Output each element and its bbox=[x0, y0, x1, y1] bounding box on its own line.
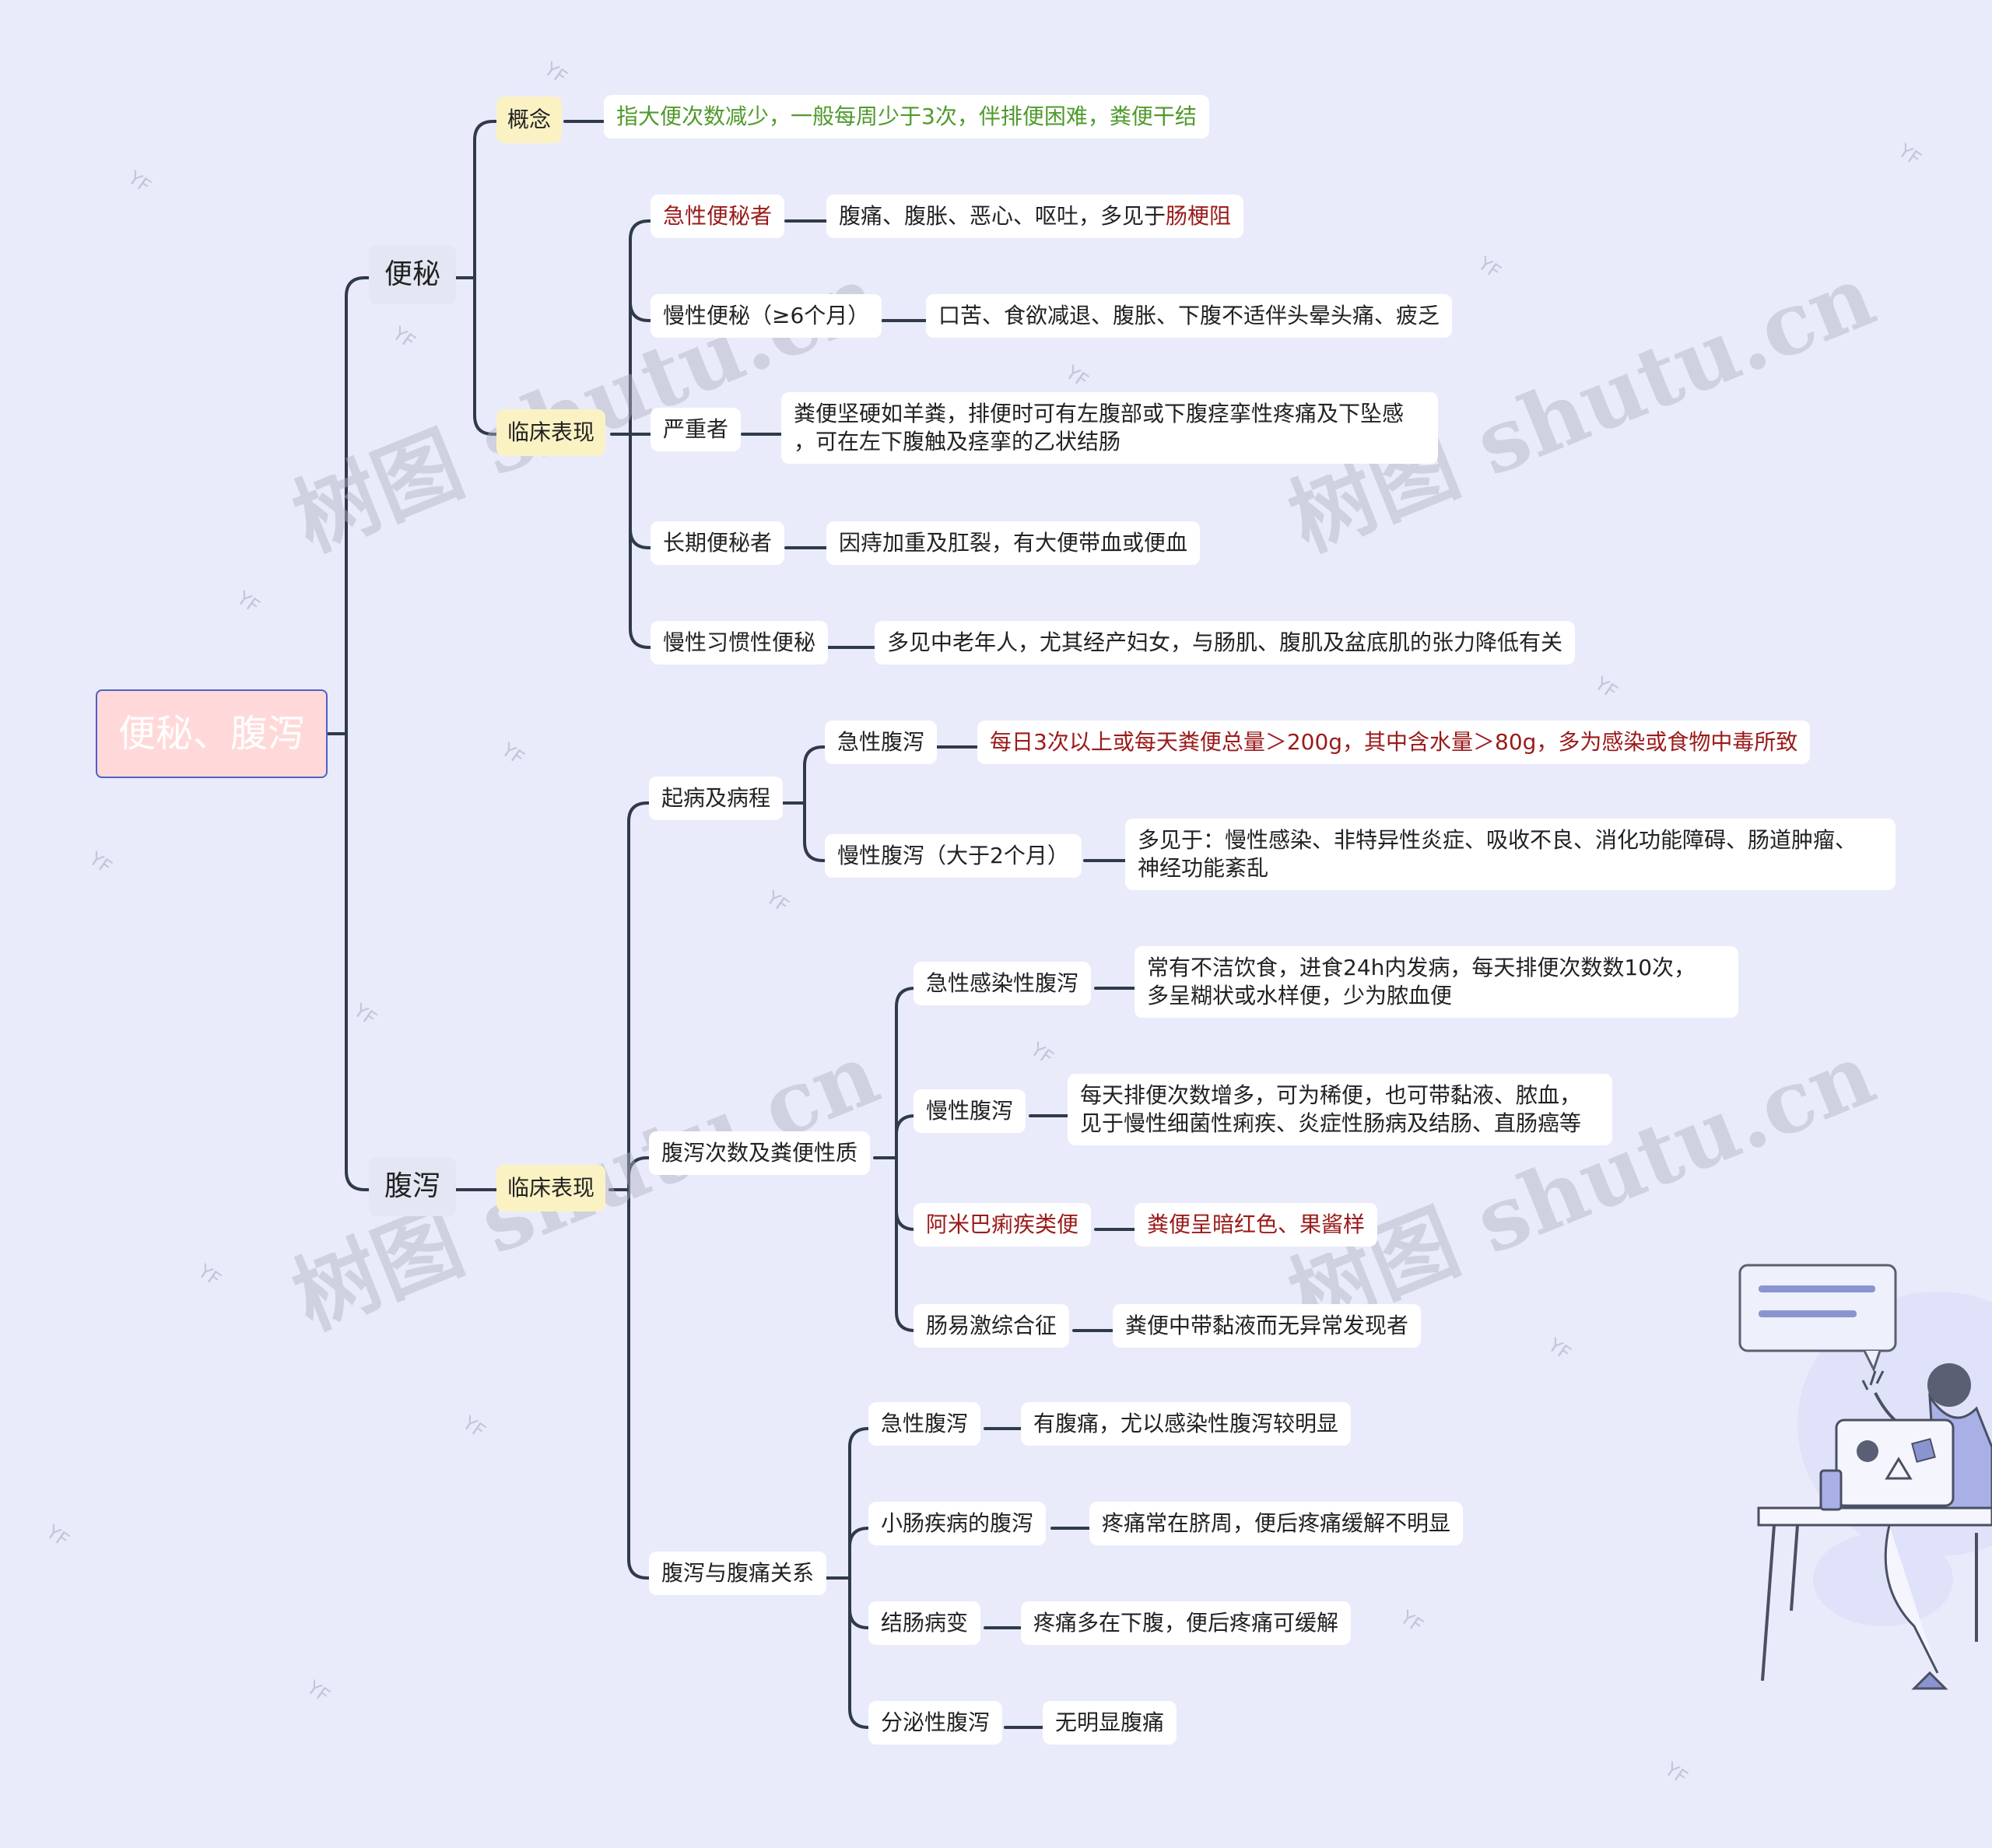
tag-concept[interactable]: 概念 bbox=[496, 96, 562, 143]
detail-chronic-constipation[interactable]: 口苦、食欲减退、腹胀、下腹不适伴头晕头痛、疲乏 bbox=[926, 294, 1452, 338]
detail-chronic-diarrhea[interactable]: 多见于：慢性感染、非特异性炎症、吸收不良、消化功能障碍、肠道肿瘤、 神经功能紊乱 bbox=[1125, 819, 1896, 890]
detail-line: 见于慢性细菌性痢疾、炎症性肠病及结肠、直肠癌等 bbox=[1080, 1110, 1600, 1138]
detail-line: 神经功能紊乱 bbox=[1138, 854, 1883, 882]
detail-line: 每天排便次数增多，可为稀便，也可带黏液、脓血， bbox=[1080, 1082, 1600, 1110]
group-stool[interactable]: 腹泻次数及粪便性质 bbox=[649, 1131, 870, 1175]
detail-line: ，可在左下腹触及痉挛的乙状结肠 bbox=[794, 428, 1426, 456]
topic-diarrhea[interactable]: 腹泻 bbox=[369, 1157, 456, 1216]
item-small-intestine[interactable]: 小肠疾病的腹泻 bbox=[868, 1502, 1046, 1545]
item-habitual[interactable]: 慢性习惯性便秘 bbox=[651, 621, 828, 665]
detail-line: 多呈糊状或水样便，少为脓血便 bbox=[1147, 982, 1726, 1010]
item-acute-constipation[interactable]: 急性便秘者 bbox=[651, 195, 784, 238]
item-acute-diarrhea[interactable]: 急性腹泻 bbox=[825, 721, 937, 764]
detail-acute-constipation[interactable]: 腹痛、腹胀、恶心、呕吐，多见于肠梗阻 bbox=[826, 195, 1243, 238]
detail-small-intestine[interactable]: 疼痛常在脐周，便后疼痛缓解不明显 bbox=[1089, 1502, 1463, 1545]
tag-clinical-diarrhea[interactable]: 临床表现 bbox=[496, 1165, 605, 1212]
item-long-term[interactable]: 长期便秘者 bbox=[651, 521, 784, 565]
detail-chronic-stool[interactable]: 每天排便次数增多，可为稀便，也可带黏液、脓血， 见于慢性细菌性痢疾、炎症性肠病及… bbox=[1068, 1074, 1612, 1145]
item-chronic-diarrhea[interactable]: 慢性腹泻（大于2个月） bbox=[825, 834, 1082, 878]
tag-clinical-constipation[interactable]: 临床表现 bbox=[496, 409, 605, 456]
item-secretory[interactable]: 分泌性腹泻 bbox=[868, 1701, 1002, 1745]
detail-highlight: 肠梗阻 bbox=[1166, 203, 1231, 229]
group-onset[interactable]: 起病及病程 bbox=[649, 777, 783, 820]
person-laptop-illustration bbox=[1681, 1237, 1992, 1720]
item-chronic-stool[interactable]: 慢性腹泻 bbox=[914, 1089, 1026, 1133]
item-colon[interactable]: 结肠病变 bbox=[868, 1601, 980, 1645]
item-acute-infectious[interactable]: 急性感染性腹泻 bbox=[914, 962, 1091, 1005]
detail-severe[interactable]: 粪便坚硬如羊粪，排便时可有左腹部或下腹痉挛性疼痛及下坠感 ，可在左下腹触及痉挛的… bbox=[781, 392, 1438, 464]
detail-pain-acute[interactable]: 有腹痛，尤以感染性腹泻较明显 bbox=[1021, 1402, 1351, 1446]
detail-line: 粪便坚硬如羊粪，排便时可有左腹部或下腹痉挛性疼痛及下坠感 bbox=[794, 400, 1426, 428]
detail-ibs[interactable]: 粪便中带黏液而无异常发现者 bbox=[1113, 1304, 1421, 1348]
item-severe[interactable]: 严重者 bbox=[651, 408, 741, 451]
detail-colon[interactable]: 疼痛多在下腹，便后疼痛可缓解 bbox=[1021, 1601, 1351, 1645]
root-topic[interactable]: 便秘、腹泻 bbox=[96, 689, 328, 778]
detail-acute-infectious[interactable]: 常有不洁饮食，进食24h内发病，每天排便次数数10次， 多呈糊状或水样便，少为脓… bbox=[1135, 946, 1738, 1018]
detail-text: 腹痛、腹胀、恶心、呕吐，多见于 bbox=[839, 203, 1166, 229]
detail-acute-diarrhea[interactable]: 每日3次以上或每天粪便总量＞200g，其中含水量＞80g，多为感染或食物中毒所致 bbox=[977, 721, 1810, 764]
detail-line: 常有不洁饮食，进食24h内发病，每天排便次数数10次， bbox=[1147, 954, 1726, 982]
item-amoebic[interactable]: 阿米巴痢疾类便 bbox=[914, 1203, 1091, 1247]
item-pain-acute[interactable]: 急性腹泻 bbox=[868, 1402, 980, 1446]
item-chronic-constipation[interactable]: 慢性便秘（≥6个月） bbox=[651, 294, 882, 338]
item-ibs[interactable]: 肠易激综合征 bbox=[914, 1304, 1069, 1348]
detail-secretory[interactable]: 无明显腹痛 bbox=[1043, 1701, 1177, 1745]
detail-amoebic[interactable]: 粪便呈暗红色、果酱样 bbox=[1135, 1203, 1377, 1247]
detail-habitual[interactable]: 多见中老年人，尤其经产妇女，与肠肌、腹肌及盆底肌的张力降低有关 bbox=[875, 621, 1575, 665]
concept-definition[interactable]: 指大便次数减少，一般每周少于3次，伴排便困难，粪便干结 bbox=[604, 95, 1209, 139]
topic-constipation[interactable]: 便秘 bbox=[369, 245, 456, 304]
detail-long-term[interactable]: 因痔加重及肛裂，有大便带血或便血 bbox=[826, 521, 1200, 565]
detail-line: 多见于：慢性感染、非特异性炎症、吸收不良、消化功能障碍、肠道肿瘤、 bbox=[1138, 826, 1883, 854]
group-pain[interactable]: 腹泻与腹痛关系 bbox=[649, 1552, 826, 1595]
